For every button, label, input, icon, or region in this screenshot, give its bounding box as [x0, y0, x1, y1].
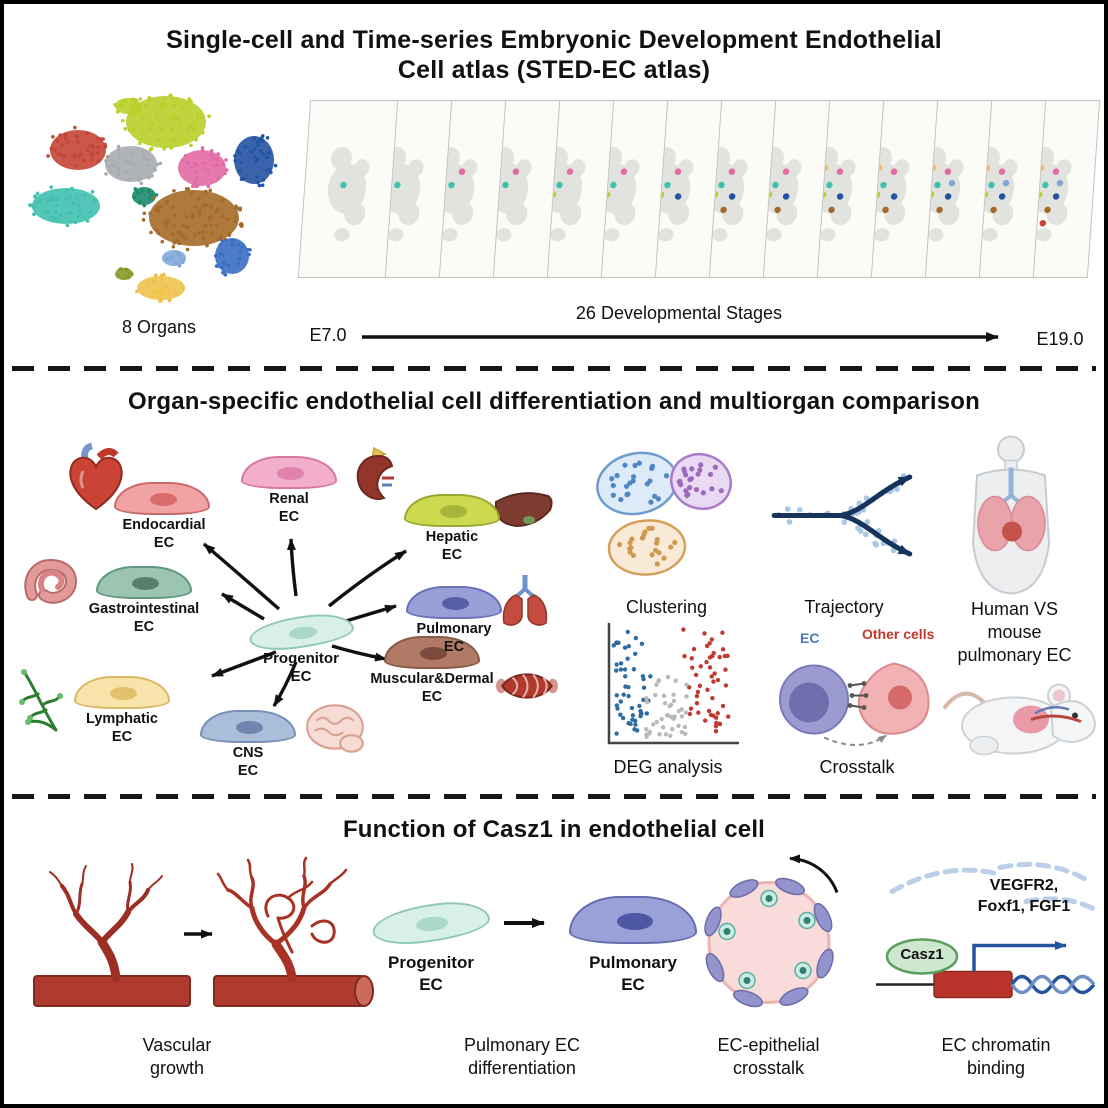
muscular-dermal-ec-cell — [384, 636, 480, 669]
human-figure-icon — [949, 432, 1079, 600]
vessel-sprout-icon — [32, 856, 192, 1016]
human-vs-mouse-label: Human VS mouse pulmonary EC — [957, 599, 1072, 666]
main-title-line1: Single-cell and Time-series Embryonic De… — [166, 26, 942, 54]
muscle-icon — [494, 664, 560, 708]
umap-atlas-illustration — [26, 88, 294, 313]
lymphatic-ec-cell — [74, 676, 170, 709]
pulmonary-ec-cell-bottom — [569, 896, 697, 944]
lungs-icon — [496, 572, 554, 630]
casz1-label: Casz1 — [900, 946, 944, 963]
clustering-label: Clustering — [625, 597, 708, 617]
brain-icon — [304, 700, 370, 758]
hepatic-ec-cell — [404, 494, 500, 527]
endocardial-ec-cell — [114, 482, 210, 515]
deg-analysis-label: DEG analysis — [613, 757, 723, 777]
section-divider-1 — [12, 366, 1096, 371]
clustering-illustration — [589, 442, 744, 590]
middle-section-title: Organ-specific endothelial cell differen… — [127, 388, 981, 415]
developmental-stage-panels — [297, 100, 1101, 300]
mouse-figure-icon — [939, 662, 1104, 770]
bottom-section-title: Function of Casz1 in endothelial cell — [342, 816, 766, 843]
vessel-network-icon — [212, 856, 382, 1016]
differentiation-arrow — [502, 910, 560, 936]
gastrointestinal-icon — [20, 550, 86, 610]
stage-start-label: E7.0 — [309, 325, 347, 345]
main-title-line2: Cell atlas (STED-EC atlas) — [397, 56, 711, 84]
pulmonary-ec-cell — [406, 586, 502, 619]
progenitor-ec-cell-bottom — [370, 897, 492, 949]
stage-end-label: E19.0 — [1036, 329, 1084, 349]
heart-icon — [59, 442, 134, 514]
section-divider-2 — [12, 794, 1096, 799]
organs-count-label: 8 Organs — [121, 317, 197, 337]
stage-panel — [297, 100, 399, 278]
target-genes-label: VEGFR2,Foxf1, FGF1 — [977, 877, 1071, 915]
lymphatic-vessels-icon — [16, 662, 74, 740]
differentiation-arrows — [24, 434, 569, 789]
deg-analysis-illustration — [589, 616, 744, 758]
chromatin-binding-illustration — [874, 852, 1099, 1020]
crosstalk-illustration — [762, 626, 962, 754]
ec-epithelial-crosstalk-illustration — [682, 849, 857, 1027]
trajectory-illustration — [762, 452, 934, 580]
trajectory-label: Trajectory — [804, 597, 884, 617]
stages-count-label: 26 Developmental Stages — [575, 303, 783, 323]
stages-timeline-arrow — [356, 324, 1016, 350]
liver-icon — [492, 486, 556, 532]
gastrointestinal-ec-cell — [96, 566, 192, 599]
vascular-growth-arrow — [182, 922, 224, 946]
kidney-icon — [348, 444, 400, 506]
crosstalk-ec-label: EC — [800, 630, 820, 646]
crosstalk-other-cells-label: Other cells — [862, 626, 935, 642]
crosstalk-label: Crosstalk — [819, 757, 895, 777]
cns-ec-cell — [200, 710, 296, 743]
renal-ec-cell — [241, 456, 337, 489]
